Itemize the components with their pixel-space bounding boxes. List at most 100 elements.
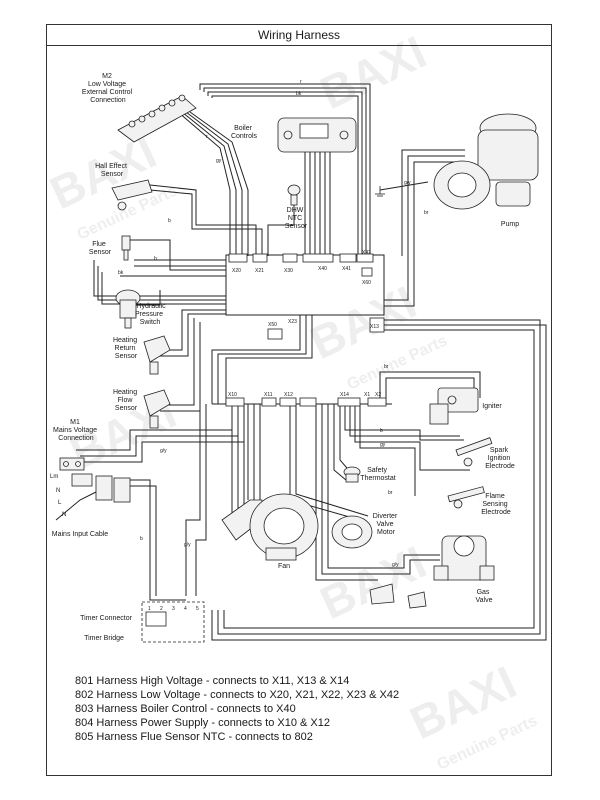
wire-code: br [424,210,429,216]
timer-terminal: 3 [172,606,175,612]
dhw-ntc-sensor-icon [287,184,301,206]
x50-socket [267,328,283,340]
diagram-title: Wiring Harness [47,25,551,46]
label-fan: Fan [278,563,290,570]
label-timer-connector: Timer Connector [80,615,133,622]
wire-code: r [300,79,302,85]
harness-legend: 801 Harness High Voltage - connects to X… [75,674,399,744]
connector-x12: X12 [284,392,293,398]
watermark-brand: BAXI [312,535,434,629]
label-flame-sensing-electrode: Flame Sensing Electrode [481,493,511,516]
boiler-controls-panel-icon [277,117,357,153]
wire-code: g/y [392,562,399,568]
terminal-letter: L [58,500,62,506]
terminal-letter: N [62,512,66,518]
pump-icon [433,113,539,210]
wire-code: br [388,490,393,496]
label-m2: M2 Low Voltage External Control Connecti… [82,73,134,104]
connector-x60: X60 [362,280,371,286]
heating-return-sensor-icon [143,335,171,375]
label-spark-ignition-electrode: Spark Ignition Electrode [485,447,515,470]
timer-terminal-numbers: 1 2 3 4 5 [148,606,199,612]
earth-clip-icon [369,583,427,609]
fan-icon [221,493,319,561]
connector-x1: X1 [364,392,370,398]
connector-x14: X14 [340,392,349,398]
wire-code: bk [118,270,124,276]
flame-sensing-electrode-icon [447,486,485,509]
legend-item: 801 Harness High Voltage - connects to X… [75,675,350,687]
label-boiler-controls: Boiler Controls [231,125,258,140]
gas-valve-icon [433,535,495,581]
label-diverter-valve-motor: Diverter Valve Motor [373,513,399,536]
connector-x42: X42 [362,250,371,256]
timer-terminal: 2 [160,606,163,612]
connector-x41: X41 [342,266,351,272]
mains-terminal-letters: Lm N L N [50,474,66,518]
wire-code: b [380,428,383,434]
m2-terminal-strip-icon [117,94,197,143]
label-heating-flow-sensor: Heating Flow Sensor [113,389,139,412]
wire-code: b [154,256,157,262]
connector-x2: X2 [375,392,381,398]
igniter-icon [429,387,479,425]
label-hall-effect: Hall Effect Sensor [95,163,129,178]
hydraulic-pressure-switch-icon [115,289,141,329]
terminal-letter: Lm [50,474,58,480]
label-flue-sensor: Flue Sensor [89,241,112,256]
safety-thermostat-icon [343,466,361,483]
wire-code: br [384,364,389,370]
label-igniter: Igniter [482,403,502,410]
label-timer-bridge: Timer Bridge [84,635,124,642]
label-heating-return-sensor: Heating Return Sensor [113,337,139,360]
timer-bridge-link [145,611,167,627]
wire-code: g/y [160,448,167,454]
wire-code: gy [216,158,222,164]
label-mains-input-cable: Mains Input Cable [52,531,109,538]
wire-code: b [140,536,143,542]
wire-code: bk [296,91,302,97]
terminal-letter: N [56,488,60,494]
legend-item: 805 Harness Flue Sensor NTC - connects t… [75,731,313,743]
flue-sensor-icon [121,235,131,261]
label-safety-thermostat: Safety Thermostat [360,467,395,482]
connector-x40: X40 [318,266,327,272]
watermark-brand: BAXI [312,25,434,119]
diverter-valve-motor-icon [331,515,373,549]
wire-code: r [206,134,208,140]
connector-labels: X20 X21 X30 X40 X41 X42 X60 X13 X50 X23 … [228,250,381,398]
label-m1: M1 Mains Voltage Connection [53,419,99,442]
connector-x30: X30 [284,268,293,274]
timer-terminal: 4 [184,606,187,612]
timer-connector-box [141,601,205,643]
earth-icon [375,186,385,197]
hall-effect-sensor-icon [111,179,153,211]
connector-x23: X23 [288,319,297,325]
legend-item: 804 Harness Power Supply - connects to X… [75,717,330,729]
component-drawings [59,94,539,609]
legend-item: 802 Harness Low Voltage - connects to X2… [75,689,400,701]
label-hydraulic-pressure-switch: Hydraulic Pressure Switch [135,303,168,326]
connector-x10: X10 [228,392,237,398]
connector-x50: X50 [268,322,277,328]
label-dhw-ntc: DHW NTC Sensor [285,207,308,230]
timer-terminal: 1 [148,606,151,612]
wire-code: g/y [184,542,191,548]
component-labels: M2 Low Voltage External Control Connecti… [52,73,519,642]
wire-code-labels: r bk r gy b b bk g/y br b br b gy g/y b … [118,79,429,568]
label-gas-valve: Gas Valve [476,589,493,604]
diagram-frame: Wiring Harness [46,24,552,776]
pcb-connector-blocks [225,253,387,407]
m1-terminal-block-icon [59,457,131,503]
connector-x21: X21 [255,268,264,274]
connector-x20: X20 [232,268,241,274]
timer-terminal: 5 [196,606,199,612]
wire-bundles [55,83,547,641]
wire-code: g/y [404,180,411,186]
wire-code: b [168,218,171,224]
label-pump: Pump [501,221,519,228]
spark-ignition-electrode-icon [455,437,493,467]
connector-x13: X13 [370,324,379,330]
wire-code: gy [380,442,386,448]
